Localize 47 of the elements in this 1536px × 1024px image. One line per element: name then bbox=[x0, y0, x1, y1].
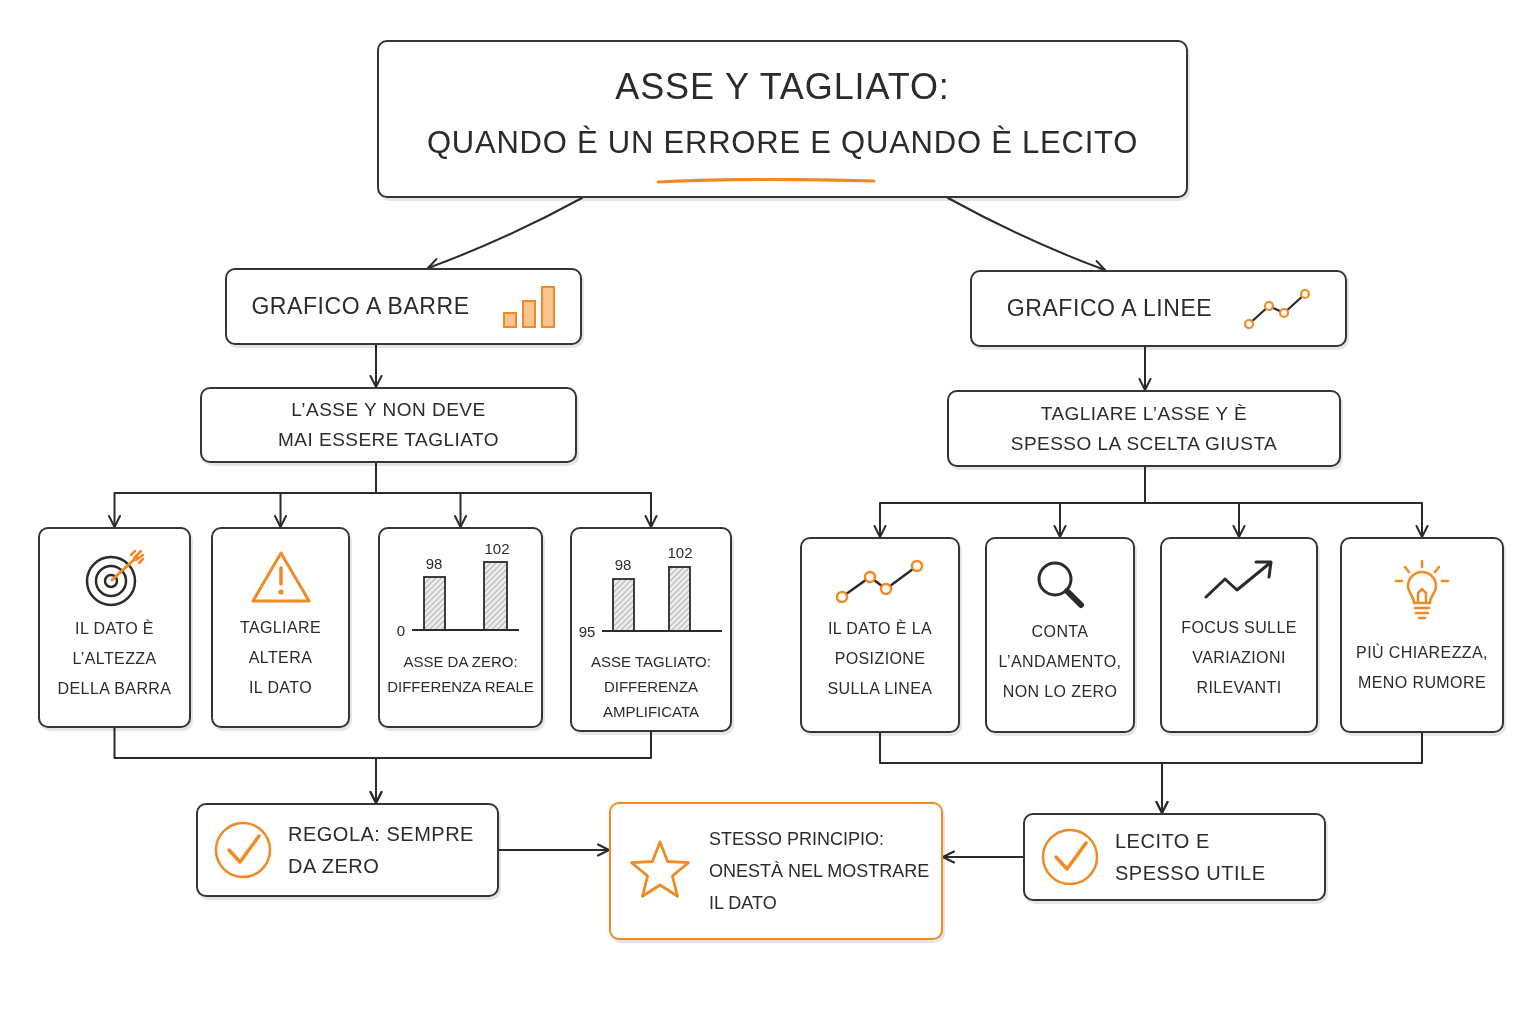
arrow bbox=[1155, 732, 1423, 814]
arrow bbox=[942, 850, 1024, 864]
heading-text: GRAFICO A BARRE bbox=[251, 292, 470, 322]
arrow bbox=[1144, 466, 1429, 538]
box-text: L’ASSE Y NON DEVE MAI ESSERE TAGLIATO bbox=[277, 398, 500, 452]
conclusion-box bbox=[196, 803, 499, 897]
card-text: ASSE TAGLIATO: DIFFERENZA AMPLIFICATA bbox=[590, 652, 712, 722]
arrow bbox=[369, 731, 652, 804]
title-text: ASSE Y TAGLIATO: bbox=[615, 65, 950, 109]
arrow bbox=[947, 197, 1106, 273]
value-label: 102 bbox=[667, 544, 693, 560]
info-card bbox=[38, 527, 191, 728]
category-box bbox=[970, 270, 1347, 347]
box-text: TAGLIARE L’ASSE Y È SPESSO LA SCELTA GIUSTA bbox=[1009, 401, 1279, 456]
card-text: TAGLIARE ALTERA IL DATO bbox=[238, 617, 323, 698]
box-text: STESSO PRINCIPIO: ONESTÀ NEL MOSTRARE IL DATO bbox=[709, 828, 931, 915]
info-card bbox=[985, 537, 1135, 733]
info-card bbox=[211, 527, 350, 728]
card-text: FOCUS SULLE VARIAZIONI RILEVANTI bbox=[1180, 618, 1298, 698]
info-card bbox=[800, 537, 960, 733]
arrow bbox=[427, 197, 583, 271]
category-box bbox=[225, 268, 582, 345]
value-label: 98 bbox=[425, 555, 443, 571]
card-text: ASSE DA ZERO: DIFFERENZA REALE bbox=[386, 652, 535, 697]
card-text: CONTA L’ANDAMENTO, NON LO ZERO bbox=[997, 622, 1123, 702]
card-text: PIÙ CHIAREZZA, MENO RUMORE bbox=[1355, 642, 1489, 693]
card-text: IL DATO È L’ALTEZZA DELLA BARRA bbox=[56, 618, 173, 699]
axis-label: 95 bbox=[578, 623, 596, 639]
info-card bbox=[378, 527, 543, 728]
arrow bbox=[375, 462, 658, 528]
arrow bbox=[498, 843, 610, 857]
card-text: IL DATO È LA POSIZIONE SULLA LINEA bbox=[826, 618, 934, 699]
subtitle-text: QUANDO È UN ERRORE E QUANDO È LECITO bbox=[426, 124, 1139, 162]
highlight-box bbox=[609, 802, 943, 940]
info-card bbox=[1340, 537, 1504, 733]
heading-text: GRAFICO A LINEE bbox=[1006, 294, 1213, 324]
title-box bbox=[377, 40, 1188, 198]
axis-label: 0 bbox=[396, 622, 406, 638]
info-card bbox=[1160, 537, 1318, 733]
box-text: REGOLA: SEMPRE DA ZERO bbox=[288, 822, 475, 879]
value-label: 102 bbox=[484, 540, 510, 556]
arrow bbox=[1138, 346, 1152, 391]
box-text: LECITO E SPESSO UTILE bbox=[1115, 829, 1267, 886]
arrow bbox=[369, 344, 383, 388]
conclusion-box bbox=[1023, 813, 1326, 901]
value-label: 98 bbox=[614, 556, 632, 572]
info-card bbox=[570, 527, 732, 732]
